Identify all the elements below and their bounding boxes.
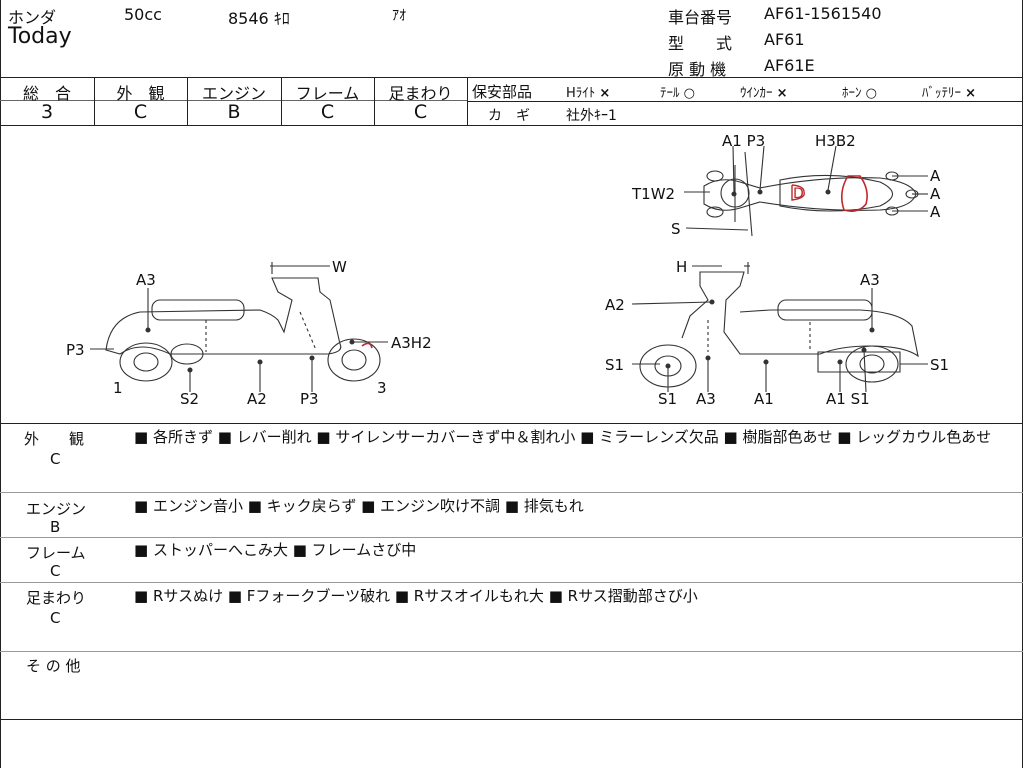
border-left xyxy=(0,0,1,768)
label-right-a3: A3 xyxy=(860,271,880,289)
label-left-a3h2: A3H2 xyxy=(391,334,432,352)
mileage: 8546 ｷﾛ xyxy=(228,9,290,28)
grade-label-suspension: 足まわり xyxy=(388,84,453,103)
type-value: AF61 xyxy=(764,30,805,49)
safety-item-headlight: Hﾗｲﾄ × xyxy=(566,86,611,101)
label-right-h: H xyxy=(676,258,687,276)
note-grade-suspension: C xyxy=(50,609,61,627)
note-text-engine: ■ エンジン音小 ■ キック戻らず ■ エンジン吹け不調 ■ 排気もれ xyxy=(134,497,584,515)
key-value: 社外ｷｰ1 xyxy=(566,108,617,124)
divider-note-3 xyxy=(0,582,1023,583)
type-label: 型 式 xyxy=(668,34,733,53)
grade-label-overall: 総 合 xyxy=(22,84,71,103)
note-label-exterior: 外 観 xyxy=(24,430,85,448)
safety-item-winker: ｳｲﾝｶｰ × xyxy=(740,86,788,101)
grade-sep-5 xyxy=(467,77,468,125)
note-grade-engine: B xyxy=(50,518,61,536)
grade-label-frame: フレーム xyxy=(295,84,360,103)
label-top-h3b2: H3B2 xyxy=(815,132,856,150)
divider-grade-labels xyxy=(0,100,467,101)
safety-label: 保安部品 xyxy=(472,83,533,101)
displacement: 50cc xyxy=(124,5,162,24)
divider-grades xyxy=(0,125,1023,126)
model-name: Today xyxy=(8,24,72,49)
scooter-right-view: H A3 A2 S1 S1 S1 A3 A1 A1 S1 xyxy=(605,258,949,408)
label-right-a1s1: A1 S1 xyxy=(826,390,870,408)
label-right-a1: A1 xyxy=(754,390,774,408)
divider-note-2 xyxy=(0,537,1023,538)
grade-value-overall: 3 xyxy=(40,101,54,123)
label-left-p3-bottom: P3 xyxy=(300,390,319,408)
grade-value-frame: C xyxy=(320,101,335,123)
divider-safety xyxy=(467,101,1023,102)
label-left-1: 1 xyxy=(113,379,123,397)
engine-model-label: 原 動 機 xyxy=(668,60,727,79)
grade-value-engine: B xyxy=(227,101,241,123)
grade-value-exterior: C xyxy=(133,101,148,123)
grade-sep-3 xyxy=(281,77,282,125)
frame-number-value: AF61-1561540 xyxy=(764,4,882,23)
label-top-s: S xyxy=(671,220,681,238)
grade-value-suspension: C xyxy=(413,101,428,123)
note-text-exterior: ■ 各所きず ■ レバー削れ ■ サイレンサーカバーきず中＆割れ小 ■ ミラーレ… xyxy=(134,428,992,446)
grade-sep-2 xyxy=(187,77,188,125)
safety-item-battery: ﾊﾞｯﾃﾘｰ × xyxy=(922,86,977,101)
frame-number-label: 車台番号 xyxy=(668,8,733,27)
maker-name: ホンダ xyxy=(8,8,57,27)
divider-bottom xyxy=(0,719,1023,720)
divider-diagram xyxy=(0,423,1023,424)
note-label-engine: エンジン xyxy=(26,500,87,518)
divider-note-4 xyxy=(0,651,1023,652)
label-left-w: W xyxy=(332,258,347,276)
scooter-diagram: A1 P3 H3B2 T1W2 S A A A D xyxy=(66,132,949,408)
label-top-a-2: A xyxy=(930,185,941,203)
safety-item-tail: ﾃｰﾙ ○ xyxy=(660,86,695,101)
label-right-s1-bottom: S1 xyxy=(658,390,677,408)
note-label-frame: フレーム xyxy=(26,544,86,562)
note-text-frame: ■ ストッパーへこみ大 ■ フレームさび中 xyxy=(134,541,417,559)
note-text-suspension: ■ Rサスぬけ ■ Fフォークブーツ破れ ■ Rサスオイルもれ大 ■ Rサス摺動… xyxy=(134,587,698,605)
grade-sep-4 xyxy=(374,77,375,125)
label-right-a3-bottom: A3 xyxy=(696,390,716,408)
label-top-a-3: A xyxy=(930,203,941,221)
note-grade-frame: C xyxy=(50,562,61,580)
label-left-a2: A2 xyxy=(247,390,267,408)
label-top-a1p3: A1 P3 xyxy=(722,132,765,150)
grade-label-engine: エンジン xyxy=(201,84,266,103)
grade-sep-1 xyxy=(94,77,95,125)
label-right-a2: A2 xyxy=(605,296,625,314)
note-label-suspension: 足まわり xyxy=(26,589,87,607)
border-right xyxy=(1022,0,1023,768)
engine-model-value: AF61E xyxy=(764,56,815,75)
scooter-top-view: A1 P3 H3B2 T1W2 S A A A D xyxy=(631,132,941,238)
divider-note-1 xyxy=(0,492,1023,493)
safety-item-horn: ﾎｰﾝ ○ xyxy=(842,86,877,101)
label-left-p3: P3 xyxy=(66,341,85,359)
label-top-damage-d: D xyxy=(793,186,804,202)
color-value: ｱｵ xyxy=(392,8,406,24)
label-top-a-1: A xyxy=(930,167,941,185)
label-left-s2: S2 xyxy=(180,390,199,408)
key-label: カ ギ xyxy=(488,108,530,124)
label-right-s1-right: S1 xyxy=(930,356,949,374)
label-top-t1w2: T1W2 xyxy=(631,185,675,203)
grade-label-exterior: 外 観 xyxy=(116,84,165,103)
label-left-3: 3 xyxy=(377,379,387,397)
label-left-a3: A3 xyxy=(136,271,156,289)
note-label-other: そ の 他 xyxy=(26,657,81,675)
divider-header xyxy=(0,77,1023,78)
scooter-left-view: A3 W P3 A3H2 1 S2 A2 P3 3 xyxy=(66,258,432,408)
note-grade-exterior: C xyxy=(50,450,61,468)
label-right-s1-left: S1 xyxy=(605,356,624,374)
